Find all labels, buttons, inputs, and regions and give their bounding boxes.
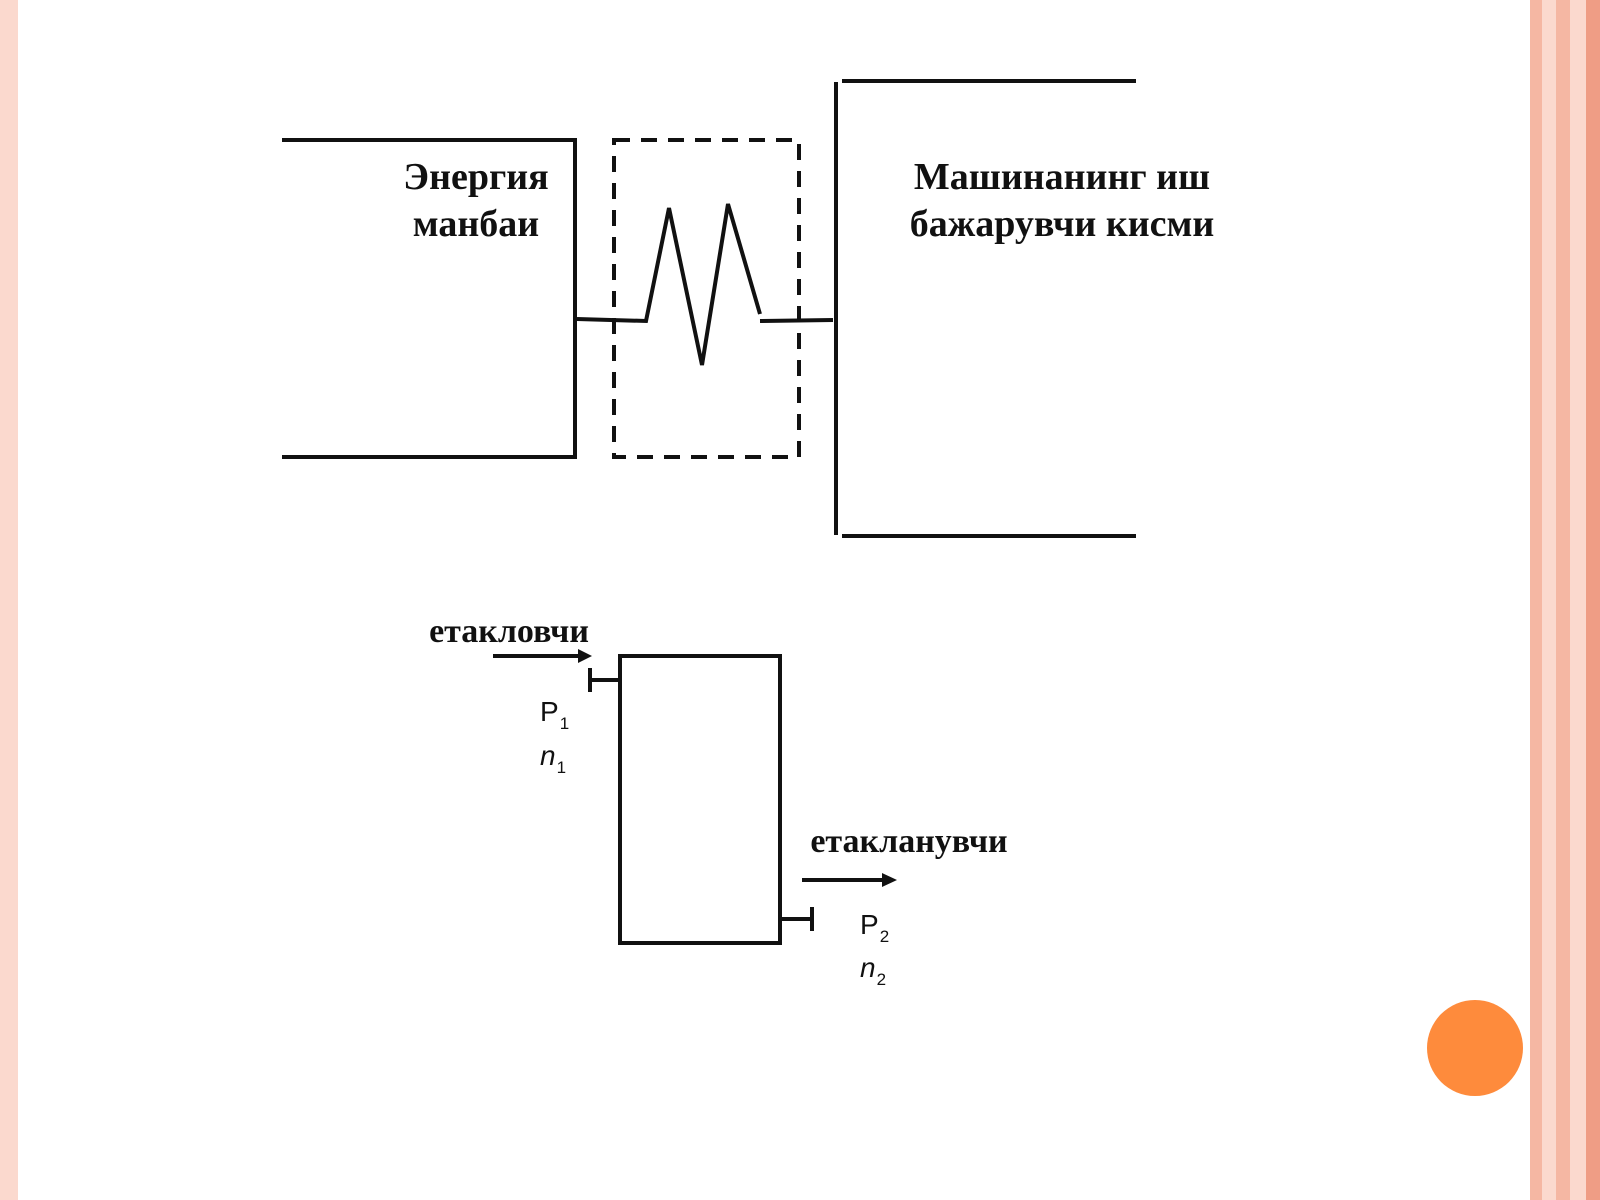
transmission-shaft	[576, 203, 834, 366]
driver-arrow	[493, 649, 592, 663]
driven-label: етакланувчи	[810, 823, 1007, 860]
output-shaft	[780, 907, 814, 931]
driver-label: етакловчи	[429, 613, 589, 650]
working-part-label-line1: Машинанинг иш	[914, 156, 1210, 198]
right-frame-stripe-edge	[1586, 0, 1600, 1200]
output-power-label: P2	[860, 909, 889, 946]
right-frame-stripe-inner	[1530, 0, 1542, 1200]
input-shaft	[588, 668, 620, 692]
energy-source-block	[282, 138, 577, 459]
working-part-block	[834, 79, 1136, 538]
energy-source-label-line1: Энергия	[403, 156, 548, 198]
transmission-dashed-box	[612, 138, 801, 459]
output-speed-label: n2	[860, 952, 886, 989]
gear-box	[618, 654, 782, 945]
right-frame-stripe-middle	[1556, 0, 1570, 1200]
driven-arrow	[802, 873, 897, 887]
input-speed-label: n1	[540, 740, 566, 777]
working-part-label-line2: бажарувчи кисми	[910, 203, 1215, 245]
decorative-orange-dot	[1427, 1000, 1523, 1096]
energy-source-label-line2: манбаи	[413, 203, 539, 245]
input-power-label: P1	[540, 696, 569, 733]
left-frame-stripe	[0, 0, 18, 1200]
